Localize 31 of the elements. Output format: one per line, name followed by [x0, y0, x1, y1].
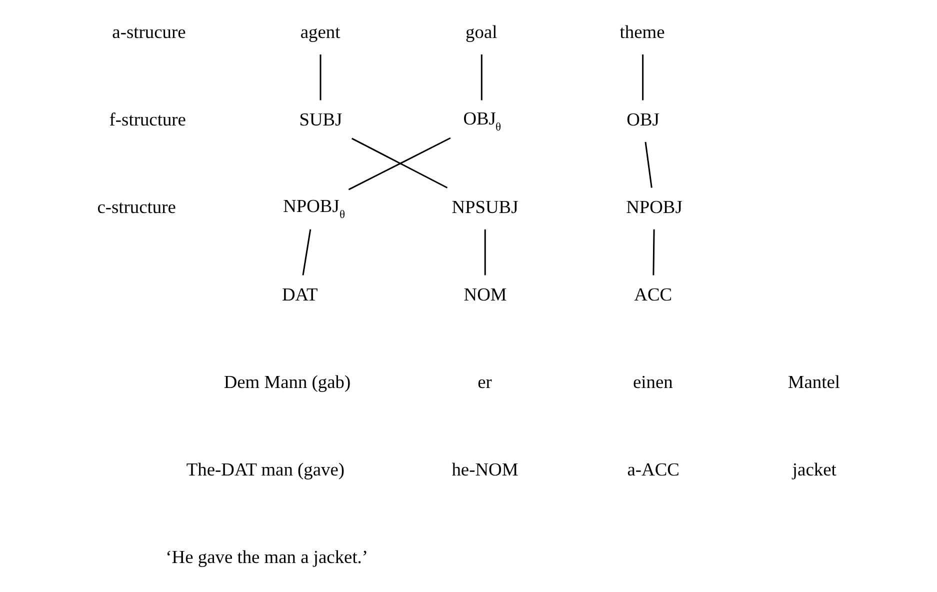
node-text: DAT: [281, 284, 318, 304]
connector: [484, 229, 486, 276]
label: er: [477, 372, 492, 392]
label: c-structure: [96, 196, 176, 217]
label: Dem Mann (gab): [223, 372, 350, 392]
node-text: theme: [619, 22, 664, 42]
node-text: NPOBJ$_{θ}$: [282, 196, 345, 221]
node-text: NPSUBJ: [451, 196, 518, 217]
node-text: NPOBJ: [626, 196, 682, 217]
connector: [644, 142, 652, 188]
connector: [642, 54, 644, 100]
connector: [302, 229, 311, 276]
node-text: agent: [300, 22, 340, 42]
label: einen: [632, 372, 672, 392]
node-text: SUBJ: [298, 109, 342, 130]
node-text: ACC: [634, 284, 672, 304]
label: jacket: [792, 459, 836, 480]
connector: [480, 54, 482, 100]
connector: [652, 229, 654, 276]
label: a-ACC: [626, 459, 679, 480]
connector: [319, 54, 321, 100]
node-text: OBJ: [626, 109, 659, 130]
label: The-DAT man (gave): [186, 459, 344, 480]
label: he-NOM: [451, 459, 518, 480]
label: a-strucure: [112, 22, 186, 42]
label: ‘He gave the man a jacket.’: [165, 546, 368, 567]
node-text: OBJ$_{θ}$: [462, 108, 500, 134]
node-text: NOM: [463, 284, 506, 304]
node-text: goal: [465, 22, 497, 42]
label: Mantel: [787, 372, 840, 392]
label: f-structure: [108, 109, 186, 130]
